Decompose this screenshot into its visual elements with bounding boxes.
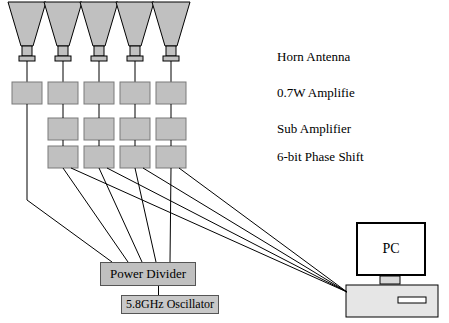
horn-flange: [91, 56, 107, 61]
horn-neck: [166, 46, 176, 56]
module-box: [120, 146, 150, 168]
signal-line: [171, 104, 172, 118]
horn-neck: [130, 46, 140, 56]
feed-line: [27, 61, 28, 82]
feed-line: [99, 168, 142, 262]
module-box: [48, 82, 78, 104]
feed-line: [99, 61, 100, 82]
feed-line: [63, 61, 64, 82]
module-box: [120, 118, 150, 140]
module-box: [84, 118, 114, 140]
part-label: Horn Antenna: [277, 49, 350, 65]
node-text: 5.8GHz Oscillator: [126, 297, 214, 312]
module-box: [84, 146, 114, 168]
process-box: Power Divider: [100, 262, 196, 286]
signal-line: [135, 140, 136, 146]
feed-line: [63, 168, 128, 262]
module-box: [12, 82, 42, 104]
module-box: [156, 82, 186, 104]
horn-neck: [94, 46, 104, 56]
horn-neck: [58, 46, 68, 56]
horn-flange: [163, 56, 179, 61]
control-wire: [107, 168, 347, 292]
feed-line: [170, 168, 171, 262]
feed-line: [171, 61, 172, 82]
signal-line: [99, 140, 100, 146]
module-box: [120, 82, 150, 104]
module-box: [48, 146, 78, 168]
horn-neck: [22, 46, 32, 56]
module-box: [84, 82, 114, 104]
module-box: [156, 146, 186, 168]
drive-slot: [398, 297, 426, 303]
signal-line: [171, 140, 172, 146]
horn-flange: [127, 56, 143, 61]
part-label: 6-bit Phase Shift: [277, 149, 364, 165]
node-text: PC: [382, 241, 399, 257]
module-box: [156, 118, 186, 140]
signal-line: [63, 104, 64, 118]
horn-antenna: [116, 2, 154, 46]
horn-flange: [55, 56, 71, 61]
part-label: Sub Amplifier: [277, 121, 351, 137]
signal-line: [99, 104, 100, 118]
pc-monitor: PC: [356, 222, 426, 276]
signal-line: [135, 104, 136, 118]
part-label: 0.7W Amplifie: [277, 85, 355, 101]
feed-line: [135, 61, 136, 82]
module-box: [48, 118, 78, 140]
horn-antenna: [8, 2, 46, 46]
monitor-stand: [380, 276, 400, 284]
horn-flange: [19, 56, 35, 61]
node-text: Power Divider: [110, 266, 186, 282]
connector: [158, 286, 159, 295]
horn-antenna: [44, 2, 82, 46]
horn-antenna: [80, 2, 118, 46]
horn-antenna: [152, 2, 190, 46]
control-wire: [179, 168, 347, 292]
control-wire: [71, 168, 347, 292]
process-box: 5.8GHz Oscillator: [121, 295, 219, 314]
computer-case: [346, 285, 438, 317]
feed-line: [27, 104, 112, 262]
signal-line: [63, 140, 64, 146]
feed-line: [135, 168, 156, 262]
